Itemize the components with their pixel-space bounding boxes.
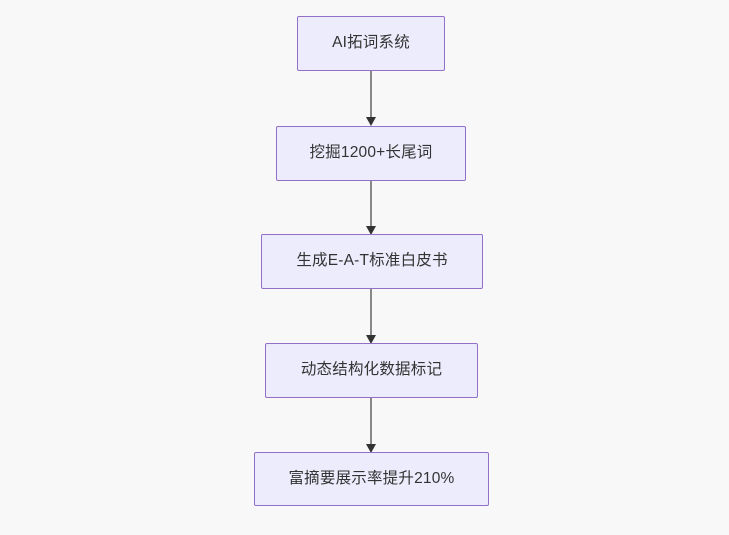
arrow-head-icon bbox=[365, 226, 376, 235]
flowchart-node-n5[interactable]: 富摘要展示率提升210% bbox=[254, 452, 489, 506]
flowchart-node-label: 富摘要展示率提升210% bbox=[288, 469, 455, 487]
flowchart-edge-n4-n5 bbox=[365, 398, 376, 453]
flowchart-node-n1[interactable]: AI拓词系统 bbox=[297, 16, 445, 71]
arrow-head-icon bbox=[365, 444, 376, 453]
flowchart-edge-n1-n2 bbox=[365, 71, 376, 126]
arrow-head-icon bbox=[365, 117, 376, 126]
edge-line bbox=[369, 289, 372, 336]
edge-line bbox=[369, 398, 372, 445]
flowchart-node-n2[interactable]: 挖掘1200+长尾词 bbox=[276, 126, 466, 181]
arrow-head-icon bbox=[365, 335, 376, 344]
flowchart-node-n4[interactable]: 动态结构化数据标记 bbox=[265, 343, 478, 398]
edge-line bbox=[369, 71, 372, 118]
flowchart-node-label: 生成E-A-T标准白皮书 bbox=[296, 252, 448, 270]
flowchart-edge-n3-n4 bbox=[365, 289, 376, 344]
flowchart-edge-n2-n3 bbox=[365, 181, 376, 235]
flowchart-node-label: AI拓词系统 bbox=[332, 34, 410, 52]
flowchart-node-label: 动态结构化数据标记 bbox=[300, 361, 443, 379]
edge-line bbox=[369, 181, 372, 227]
flowchart-node-n3[interactable]: 生成E-A-T标准白皮书 bbox=[261, 234, 483, 289]
flowchart-node-label: 挖掘1200+长尾词 bbox=[309, 144, 433, 162]
